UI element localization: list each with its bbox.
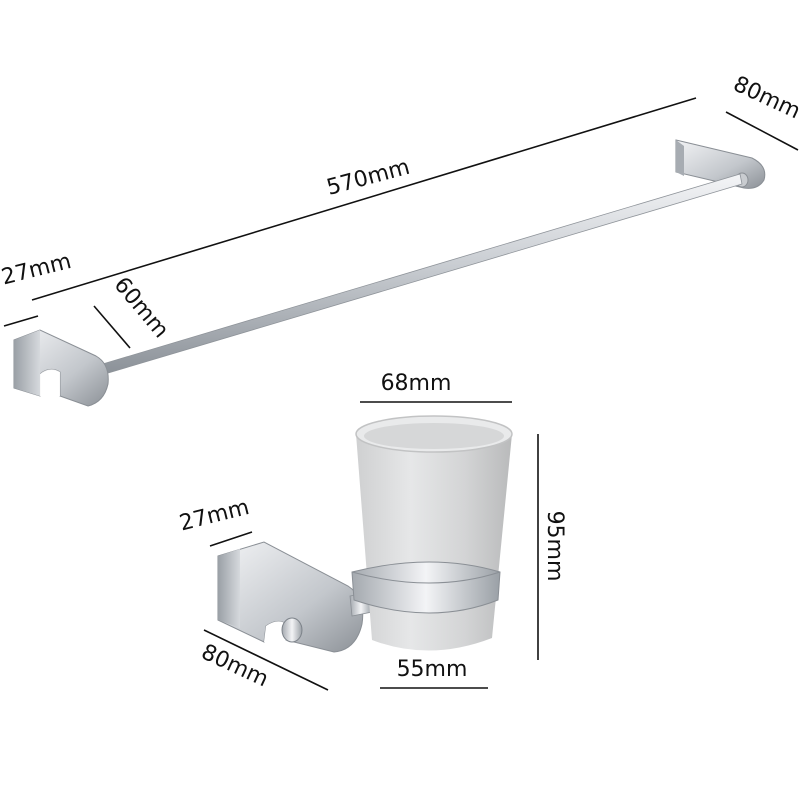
bar-mount-height-label: 60mm [109, 273, 174, 343]
bar-length-line [31, 97, 697, 301]
bar-depth-label: 80mm [729, 72, 800, 125]
cup-base-label: 55mm [397, 657, 468, 682]
bar-length-label: 570mm [324, 155, 412, 201]
holder-mount-width-line [209, 531, 253, 547]
cup-holder [217, 415, 513, 653]
bar-depth-line [725, 111, 799, 151]
dimension-lines [3, 97, 799, 691]
towel-bar [13, 139, 766, 407]
towel-bar-rod [95, 173, 743, 377]
cup-holder-mount [217, 541, 364, 653]
holder-depth-line [203, 629, 329, 691]
frosted-cup [355, 415, 513, 651]
holder-depth-label: 80mm [197, 640, 272, 693]
towel-bar-left-mount [13, 329, 109, 407]
cup-height-label: 95mm [542, 511, 567, 582]
bar-mount-width-line [3, 315, 39, 327]
holder-mount-width-label: 27mm [177, 495, 252, 536]
bar-mount-width-label: 27mm [0, 249, 74, 290]
bar-mount-height-line [93, 305, 131, 349]
cup-diameter-label: 68mm [381, 371, 452, 396]
cup-holder-ring [351, 561, 501, 614]
